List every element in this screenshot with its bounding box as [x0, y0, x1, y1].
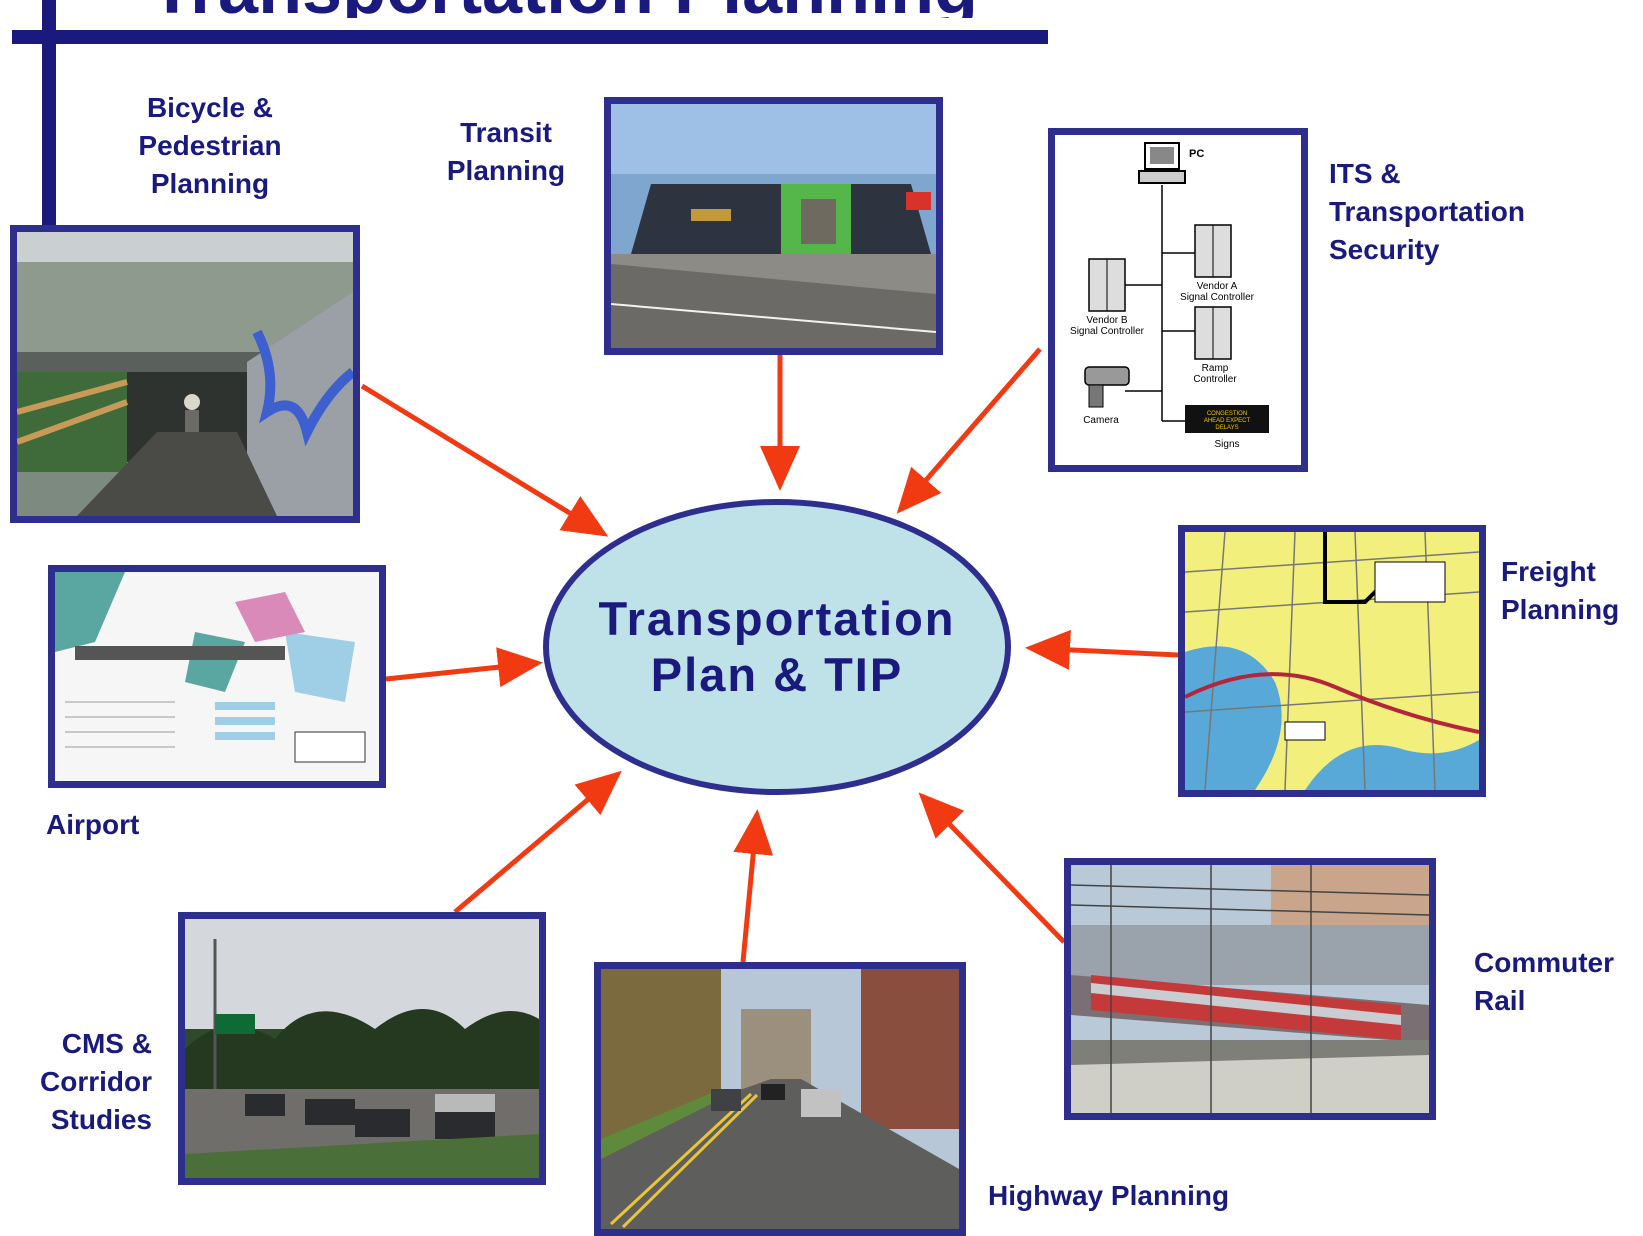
svg-text:CONGESTION: CONGESTION: [1207, 411, 1247, 417]
svg-text:Camera: Camera: [1083, 415, 1119, 426]
arrow-commuter: [918, 792, 1066, 944]
city-street-photo: [594, 962, 966, 1236]
hub-title: Transportation Plan & TIP: [598, 592, 956, 701]
highway-traffic-photo: [178, 912, 546, 1185]
bike-path-underpass-photo: [10, 225, 360, 523]
label-commuter-rail: Commuter Rail: [1474, 947, 1615, 1016]
slide-title-clipped: Transportation Planning: [150, 0, 1050, 18]
arrow-bicycle: [360, 383, 609, 537]
sign-icon: CONGESTION AHEAD EXPECT DELAYS: [1185, 405, 1269, 433]
label-highway: Highway Planning: [988, 1180, 1230, 1211]
label-transit: Transit Planning: [446, 117, 566, 186]
ramp-cabinet-icon: [1194, 306, 1232, 360]
camera-icon: [1084, 366, 1130, 408]
label-bicycle-pedestrian: Bicycle & Pedestrian Planning: [138, 92, 282, 199]
hub-ellipse: Transportation Plan & TIP: [543, 499, 1011, 795]
label-its-security: ITS & Transportation Security: [1329, 158, 1526, 265]
transit-station-construction-photo: [604, 97, 943, 355]
commuter-train-photo: [1064, 858, 1436, 1120]
svg-text:Signs: Signs: [1214, 439, 1239, 450]
arrow-its: [896, 347, 1042, 514]
pc-icon: [1138, 142, 1186, 184]
label-freight: Freight Planning: [1501, 556, 1620, 625]
label-cms-corridor: CMS & Corridor Studies: [40, 1028, 152, 1135]
header-rule-horizontal: [12, 30, 1048, 44]
header-rule-vertical: [42, 0, 56, 226]
arrow-airport: [385, 647, 543, 688]
airport-layout-plan-map: [48, 565, 386, 788]
svg-text:DELAYS: DELAYS: [1215, 425, 1238, 431]
freight-route-map: [1178, 525, 1486, 797]
label-airport: Airport: [46, 809, 140, 840]
arrow-highway: [733, 809, 774, 963]
svg-text:AHEAD EXPECT: AHEAD EXPECT: [1204, 418, 1251, 424]
vendor-a-cabinet-icon: [1194, 224, 1232, 278]
vendor-b-cabinet-icon: [1088, 258, 1126, 312]
arrow-cms: [453, 770, 622, 914]
svg-text:PC: PC: [1189, 148, 1204, 160]
arrow-freight: [1025, 629, 1179, 670]
